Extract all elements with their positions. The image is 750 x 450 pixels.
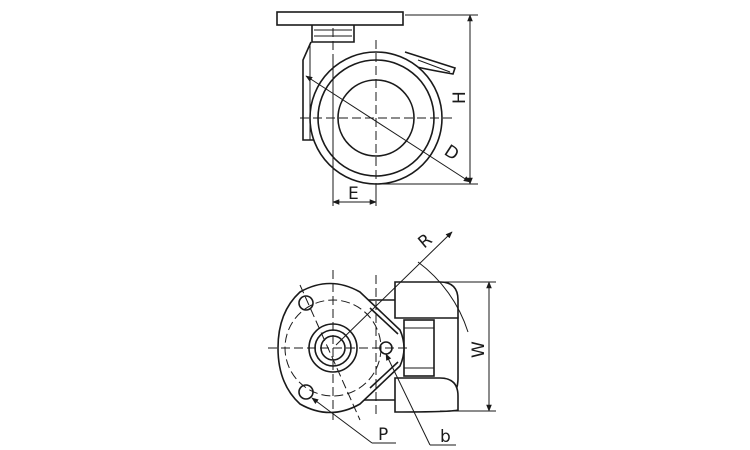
height-label: H — [450, 91, 470, 104]
radius-arc — [417, 261, 469, 333]
pitch-label: P — [378, 425, 388, 445]
diameter-label: D — [440, 141, 462, 165]
radius-dimension-line — [335, 231, 453, 346]
bolt-label: b — [440, 427, 451, 447]
brake-lever — [404, 51, 457, 75]
caster-side-view: D H E — [276, 11, 478, 206]
top-plate — [276, 11, 404, 26]
caster-top-view: R W P b — [268, 230, 496, 447]
bolt-leader — [385, 353, 431, 446]
pitch-leader — [311, 397, 373, 444]
wheel-top-lower — [394, 377, 459, 413]
wheel-axle-housing — [403, 319, 435, 377]
wheel-top-upper — [394, 281, 459, 319]
offset-label: E — [348, 184, 359, 204]
radius-label: R — [414, 230, 436, 253]
width-label: W — [469, 341, 489, 358]
